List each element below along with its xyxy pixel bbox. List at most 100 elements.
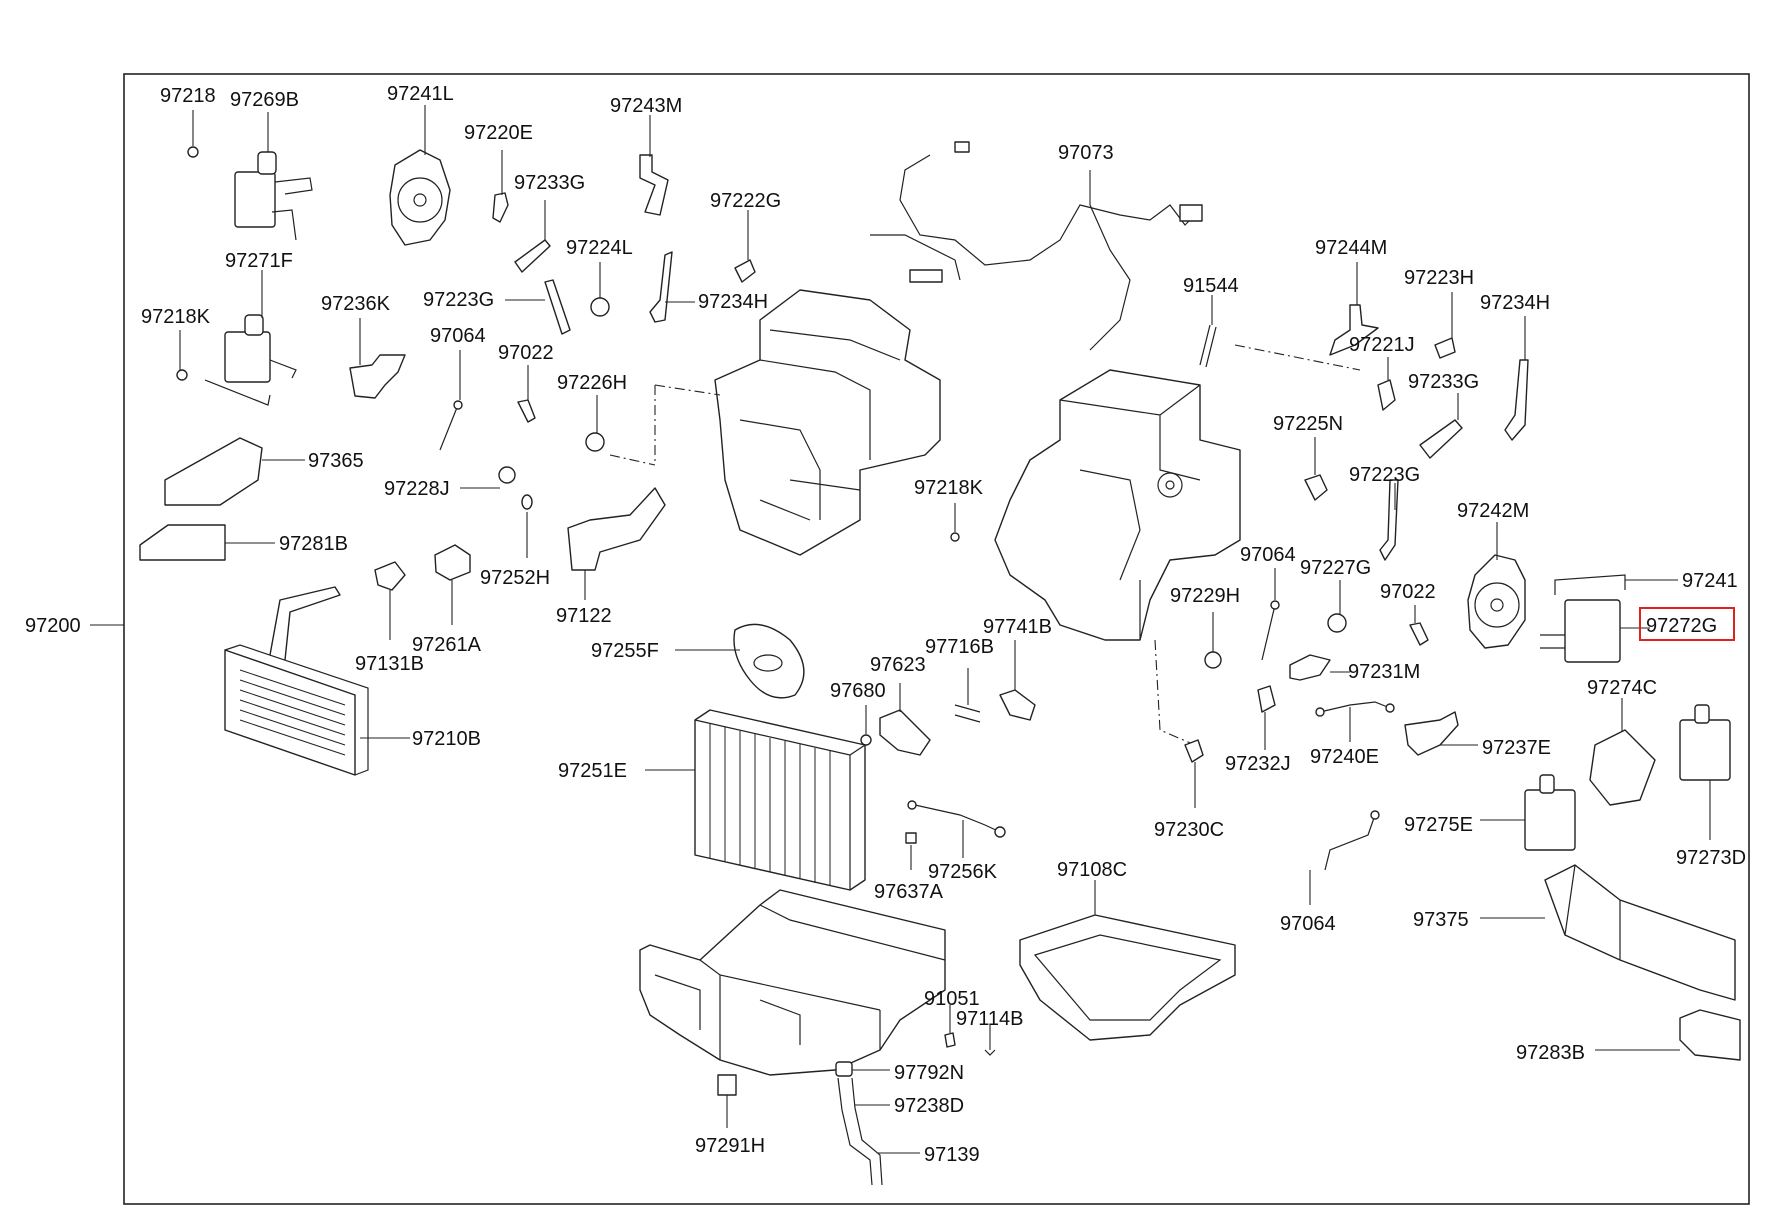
bracket-part-5 (1404, 711, 1478, 756)
callout-97623[interactable]: 97623 (870, 654, 926, 676)
callout-97232j[interactable]: 97232J (1225, 753, 1291, 775)
evaporator-part (645, 709, 866, 891)
callout-97225n[interactable]: 97225N (1273, 413, 1343, 435)
connector-part-3 (1409, 605, 1429, 646)
callout-97251e[interactable]: 97251E (558, 760, 627, 782)
bracket-part-4 (1289, 654, 1350, 681)
callout-97281b[interactable]: 97281B (279, 533, 348, 555)
knob-part-4 (1327, 580, 1347, 633)
callout-97022-right[interactable]: 97022 (1380, 581, 1436, 603)
callout-97241l[interactable]: 97241L (387, 83, 454, 105)
callout-97223h[interactable]: 97223H (1404, 267, 1474, 289)
callout-97252h[interactable]: 97252H (480, 567, 550, 589)
callout-97792n[interactable]: 97792N (894, 1062, 964, 1084)
callout-97122[interactable]: 97122 (556, 605, 612, 627)
callout-97255f[interactable]: 97255F (591, 640, 659, 662)
rod-part-6 (1261, 568, 1280, 661)
callout-97375[interactable]: 97375 (1413, 909, 1469, 931)
callout-97230c[interactable]: 97230C (1154, 819, 1224, 841)
callout-97283b[interactable]: 97283B (1516, 1042, 1585, 1064)
callout-97064[interactable]: 97064 (430, 325, 486, 347)
callout-97272g[interactable]: 97272G (1646, 615, 1717, 637)
callout-97218[interactable]: 97218 (160, 85, 216, 107)
callout-97716b[interactable]: 97716B (925, 636, 994, 658)
callout-97269b[interactable]: 97269B (230, 89, 299, 111)
callout-97273d[interactable]: 97273D (1676, 847, 1746, 869)
rod-part-4 (1504, 316, 1529, 441)
callout-97218k[interactable]: 97218K (141, 306, 211, 328)
callout-97242m[interactable]: 97242M (1457, 500, 1529, 522)
callout-97637a[interactable]: 97637A (874, 881, 944, 903)
callout-97220e[interactable]: 97220E (464, 122, 533, 144)
screw-part-3 (954, 668, 981, 723)
knob-part (590, 262, 610, 317)
rod-part (649, 251, 695, 323)
callout-97131b[interactable]: 97131B (355, 653, 424, 675)
tray-part (1019, 880, 1236, 1041)
callout-97224l[interactable]: 97224L (566, 237, 633, 259)
callout-97238d[interactable]: 97238D (894, 1095, 964, 1117)
blower-case-part (609, 289, 941, 556)
callout-97365[interactable]: 97365 (308, 450, 364, 472)
hvac-case-part (994, 344, 1361, 746)
callout-97221j[interactable]: 97221J (1349, 334, 1415, 356)
callout-97064-right[interactable]: 97064 (1240, 544, 1296, 566)
callout-97234h[interactable]: 97234H (698, 291, 768, 313)
screw-part (187, 110, 199, 158)
callout-97223g-right[interactable]: 97223G (1349, 464, 1420, 486)
callout-97227g[interactable]: 97227G (1300, 557, 1371, 579)
pad-part-2 (717, 1074, 737, 1128)
callout-97229h[interactable]: 97229H (1170, 585, 1240, 607)
clip-part-9 (1184, 739, 1204, 808)
callout-labels: 97218 97269B 97241L 97220E 97243M 97233G… (141, 83, 1746, 1166)
callout-97228j[interactable]: 97228J (384, 478, 450, 500)
callout-97256k[interactable]: 97256K (928, 861, 998, 883)
callout-97226h[interactable]: 97226H (557, 372, 627, 394)
callout-97244m[interactable]: 97244M (1315, 237, 1387, 259)
callout-97234h-right[interactable]: 97234H (1480, 292, 1550, 314)
callout-97114b[interactable]: 97114B (956, 1008, 1023, 1030)
grommet-part (675, 623, 805, 699)
actuator-part-5 (1679, 704, 1731, 840)
rod-part-3 (1199, 295, 1217, 368)
callout-97022[interactable]: 97022 (498, 342, 554, 364)
wire-part-2 (1309, 810, 1380, 905)
wire-harness-part (870, 141, 1203, 351)
callout-97741b[interactable]: 97741B (983, 616, 1052, 638)
callout-97222g[interactable]: 97222G (710, 190, 781, 212)
callout-assembly[interactable]: 97200 (25, 615, 81, 637)
callout-97218k-mid[interactable]: 97218K (914, 477, 984, 499)
callout-97108c[interactable]: 97108C (1057, 859, 1127, 881)
screw-part-2 (176, 330, 188, 381)
callout-97231m[interactable]: 97231M (1348, 661, 1420, 683)
callout-91544[interactable]: 91544 (1183, 275, 1239, 297)
callout-97233g[interactable]: 97233G (514, 172, 585, 194)
pad-part (139, 524, 275, 561)
callout-91051[interactable]: 91051 (924, 988, 980, 1010)
callout-97064-lower[interactable]: 97064 (1280, 913, 1336, 935)
callout-97271f[interactable]: 97271F (225, 250, 293, 272)
actuator-part (234, 112, 313, 241)
callout-97680[interactable]: 97680 (830, 680, 886, 702)
callout-97243m[interactable]: 97243M (610, 95, 682, 117)
callout-97073[interactable]: 97073 (1058, 142, 1114, 164)
callout-97291h[interactable]: 97291H (695, 1135, 765, 1157)
callout-97236k[interactable]: 97236K (321, 293, 391, 315)
callout-97210b[interactable]: 97210B (412, 728, 481, 750)
callout-97275e[interactable]: 97275E (1404, 814, 1473, 836)
callout-97274c[interactable]: 97274C (1587, 677, 1657, 699)
callout-97223g[interactable]: 97223G (423, 289, 494, 311)
highlight-box (1639, 607, 1735, 641)
bracket-part-2 (349, 318, 406, 399)
callout-97139[interactable]: 97139 (924, 1144, 980, 1166)
callout-97261a[interactable]: 97261A (412, 634, 482, 656)
seal-part (434, 544, 471, 625)
knob-part-3 (1434, 292, 1456, 359)
lever-part (514, 200, 551, 273)
callout-97241[interactable]: 97241 (1682, 570, 1738, 592)
callout-97240e[interactable]: 97240E (1310, 746, 1379, 768)
callout-97237e[interactable]: 97237E (1482, 737, 1551, 759)
bracket-part (639, 115, 669, 216)
callout-97233g-right[interactable]: 97233G (1408, 371, 1479, 393)
